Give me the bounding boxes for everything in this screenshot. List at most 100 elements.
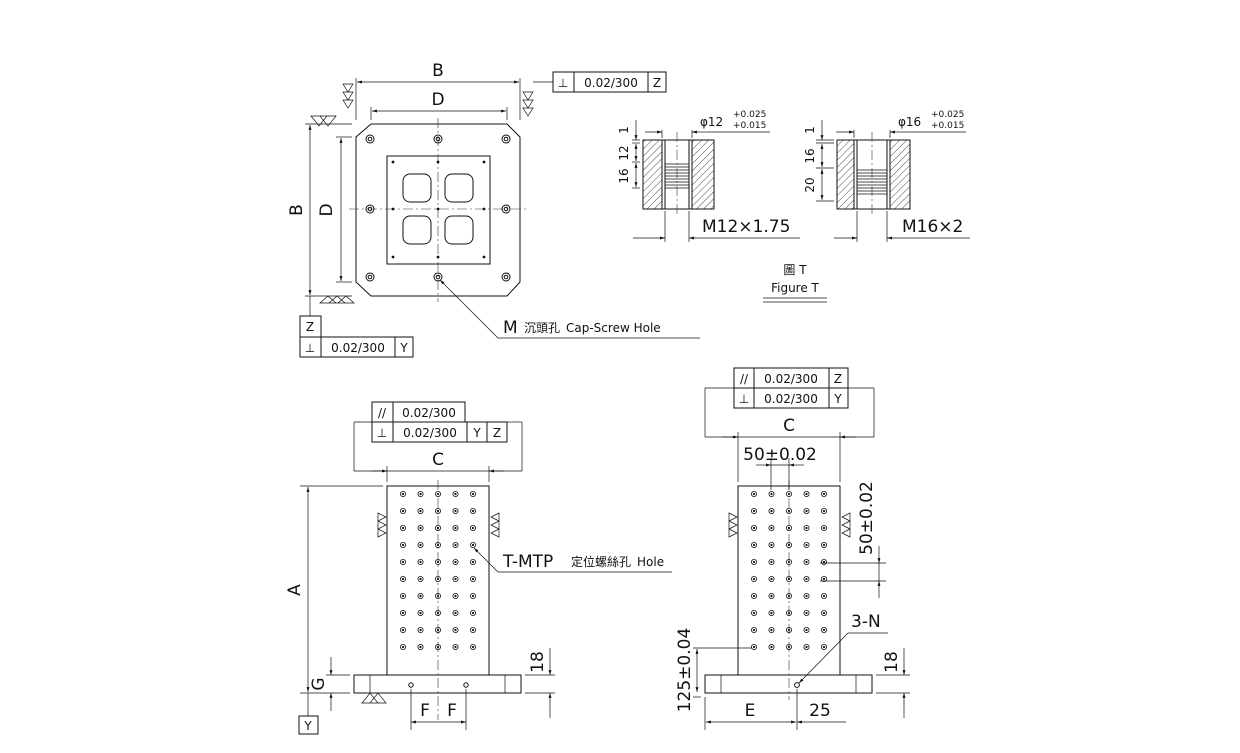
- svg-text:⊥: ⊥: [558, 76, 568, 90]
- fcf-left: Z ⊥ 0.02/300 Y: [299, 296, 414, 358]
- grid-hole-center: [805, 628, 808, 632]
- svg-text:3-N: 3-N: [851, 612, 881, 632]
- grid-hole: [751, 525, 758, 532]
- svg-text:16: 16: [803, 148, 817, 163]
- grid-hole: [417, 542, 424, 549]
- grid-hole-center: [770, 577, 773, 581]
- grid-hole-center: [805, 526, 808, 530]
- grid-hole-center: [770, 543, 773, 547]
- svg-text:⊥: ⊥: [377, 426, 387, 440]
- grid-hole: [751, 507, 758, 514]
- svg-text:T-MTP: T-MTP: [502, 552, 553, 572]
- front-datum-triangles: [361, 512, 500, 704]
- grid-hole-center: [805, 611, 808, 615]
- grid-hole: [786, 627, 793, 634]
- grid-hole-center: [471, 611, 475, 615]
- side-dim-e: E: [745, 701, 756, 721]
- grid-hole: [786, 610, 793, 617]
- grid-hole-center: [822, 526, 826, 530]
- callout-m: M 沉頭孔 Cap-Screw Hole: [439, 279, 700, 339]
- svg-text:Cap-Screw Hole: Cap-Screw Hole: [566, 321, 661, 335]
- grid-hole: [768, 593, 775, 600]
- grid-hole: [821, 644, 828, 651]
- grid-hole: [452, 507, 459, 514]
- grid-hole: [803, 542, 810, 549]
- grid-hole-center: [454, 594, 457, 598]
- grid-hole: [417, 593, 424, 600]
- grid-hole-center: [454, 645, 457, 649]
- grid-hole-center: [419, 492, 422, 496]
- grid-hole-center: [419, 560, 422, 564]
- grid-hole-center: [454, 611, 457, 615]
- grid-hole: [434, 525, 441, 532]
- grid-hole-center: [822, 645, 826, 649]
- datum-z-label: Z: [306, 320, 314, 334]
- front-dim-f1: F: [420, 701, 430, 721]
- side-dim-125: 125±0.04: [675, 628, 695, 713]
- grid-hole: [768, 644, 775, 651]
- grid-hole: [751, 627, 758, 634]
- grid-hole: [786, 507, 793, 514]
- grid-hole: [417, 490, 424, 497]
- grid-hole: [803, 507, 810, 514]
- grid-hole-center: [454, 577, 457, 581]
- grid-hole: [417, 507, 424, 514]
- grid-hole-center: [822, 492, 826, 496]
- grid-hole-center: [787, 594, 791, 598]
- grid-hole-center: [805, 645, 808, 649]
- grid-hole: [452, 593, 459, 600]
- side-base: [704, 674, 873, 694]
- grid-hole: [751, 644, 758, 651]
- grid-hole-center: [805, 543, 808, 547]
- grid-hole: [786, 542, 793, 549]
- grid-hole: [452, 627, 459, 634]
- svg-text:+0.015: +0.015: [733, 121, 766, 131]
- svg-text:M12×1.75: M12×1.75: [702, 217, 790, 237]
- top-pocket: [402, 173, 432, 203]
- grid-hole: [803, 593, 810, 600]
- grid-hole: [821, 576, 828, 583]
- grid-hole-center: [770, 628, 773, 632]
- grid-hole-center: [419, 526, 422, 530]
- svg-text:沉頭孔: 沉頭孔: [524, 321, 560, 335]
- figure-t-caption-en: Figure T: [771, 281, 819, 295]
- figure-t-left: 1 12 16 φ12 +0.025 +0.015 M12×1.75: [617, 110, 800, 242]
- grid-hole: [786, 593, 793, 600]
- grid-hole-center: [454, 492, 457, 496]
- svg-text:20: 20: [803, 177, 817, 192]
- grid-hole: [417, 576, 424, 583]
- grid-hole-center: [822, 577, 826, 581]
- grid-hole: [751, 576, 758, 583]
- grid-hole: [399, 627, 406, 634]
- front-base: [353, 674, 522, 694]
- svg-text:Y: Y: [472, 426, 481, 440]
- grid-hole-center: [419, 543, 422, 547]
- grid-hole: [434, 610, 441, 617]
- grid-hole: [469, 576, 476, 583]
- grid-hole: [768, 490, 775, 497]
- grid-hole-center: [471, 628, 475, 632]
- grid-hole-center: [401, 594, 405, 598]
- grid-hole: [803, 490, 810, 497]
- svg-text://: //: [378, 406, 387, 420]
- datum-y-label: Y: [303, 719, 312, 733]
- grid-hole: [821, 525, 828, 532]
- grid-hole: [399, 525, 406, 532]
- grid-hole-center: [419, 628, 422, 632]
- grid-hole-center: [787, 543, 791, 547]
- grid-hole: [821, 593, 828, 600]
- callout-tmtp: T-MTP 定位螺絲孔 Hole: [473, 547, 672, 573]
- front-dim-g: G: [309, 677, 329, 690]
- front-fcf: // 0.02/300 ⊥ 0.02/300 Y Z: [371, 401, 508, 443]
- dim-d-top: D: [431, 90, 444, 110]
- grid-hole: [803, 576, 810, 583]
- svg-text:0.02/300: 0.02/300: [403, 426, 457, 440]
- grid-hole-center: [770, 526, 773, 530]
- grid-hole: [452, 559, 459, 566]
- svg-text:0.02/300: 0.02/300: [402, 406, 456, 420]
- grid-hole: [452, 576, 459, 583]
- grid-hole-center: [471, 492, 475, 496]
- grid-hole-center: [752, 543, 756, 547]
- grid-hole: [821, 627, 828, 634]
- cap-screw-holes: [365, 134, 511, 282]
